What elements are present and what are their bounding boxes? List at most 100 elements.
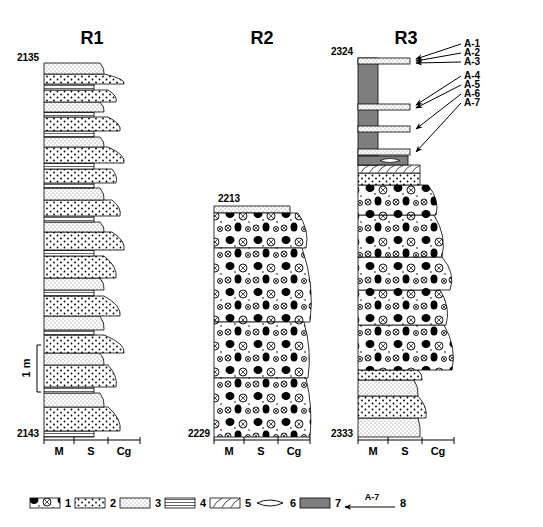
- sample-arrow: [416, 76, 461, 105]
- bed: [44, 137, 104, 147]
- grain-size-label: S: [401, 446, 408, 457]
- bed: [358, 325, 453, 370]
- axis-tick: [74, 437, 75, 444]
- bed: [358, 173, 420, 185]
- axis-tick: [140, 437, 141, 444]
- grain-axis: [44, 440, 140, 441]
- depth-label: 2213: [218, 194, 240, 204]
- legend-number: 7: [335, 498, 341, 509]
- cross-bed: [370, 166, 378, 173]
- axis-tick: [278, 437, 279, 444]
- legend-sample: [75, 498, 105, 508]
- legend-sample: [213, 499, 222, 508]
- axis-tick: [454, 437, 455, 444]
- sand-stringer: [358, 126, 410, 132]
- mudstone: [358, 156, 408, 165]
- bed: [44, 316, 104, 330]
- bed: [44, 147, 124, 163]
- bed: [214, 213, 307, 248]
- sample-label: A-3: [464, 57, 480, 67]
- bed: [44, 200, 120, 216]
- legend-sample: [222, 499, 231, 508]
- legend-sample-label: A-7: [365, 493, 380, 502]
- legend-sample: [345, 507, 395, 508]
- bed: [358, 257, 452, 290]
- legend-swatch: [300, 498, 330, 508]
- bed: [214, 322, 309, 378]
- bed: [358, 380, 418, 396]
- lens: [380, 159, 400, 163]
- depth-label: 2135: [17, 53, 39, 63]
- axis-tick: [358, 437, 359, 444]
- depth-label: 2143: [17, 429, 39, 439]
- grain-size-label: Cg: [117, 446, 132, 457]
- grain-size-label: S: [87, 446, 94, 457]
- bed: [44, 330, 94, 335]
- legend-sample: [120, 498, 150, 508]
- bed: [214, 248, 311, 322]
- legend-number: 8: [400, 498, 406, 509]
- bed: [44, 222, 104, 232]
- bed: [358, 396, 426, 418]
- grain-size-label: Cg: [287, 446, 302, 457]
- cross-bed: [387, 166, 395, 173]
- bed: [358, 370, 422, 380]
- cross-bed: [395, 166, 403, 173]
- bed: [44, 296, 120, 316]
- sample-arrow: [416, 85, 461, 108]
- cross-bed: [361, 166, 369, 173]
- bed: [44, 335, 124, 353]
- grain-axis: [358, 440, 454, 441]
- grain-size-label: M: [224, 446, 233, 457]
- bed: [44, 112, 94, 117]
- bed: [44, 117, 120, 131]
- bed: [44, 74, 124, 84]
- cross-bed: [378, 166, 386, 173]
- legend-number: 1: [65, 498, 71, 509]
- sample-label: A-7: [464, 98, 480, 108]
- sand-stringer: [358, 149, 410, 155]
- bed: [214, 378, 311, 437]
- axis-tick: [244, 437, 245, 444]
- legend-sample: [210, 498, 240, 508]
- axis-tick: [310, 437, 311, 444]
- bed: [358, 185, 437, 215]
- bed: [44, 387, 94, 393]
- bed: [44, 84, 94, 90]
- legend-number: 5: [245, 498, 251, 509]
- legend-swatches: [300, 498, 330, 508]
- sample-arrow: [416, 62, 461, 63]
- bed: [44, 169, 117, 183]
- columns: [30, 44, 461, 508]
- bed: [44, 256, 116, 278]
- bed: [44, 188, 104, 200]
- bed: [44, 431, 94, 437]
- bed: [44, 63, 104, 74]
- bed: [358, 215, 443, 257]
- sand-stringer: [358, 58, 410, 64]
- bed: [358, 165, 420, 173]
- grain-size-label: M: [54, 446, 63, 457]
- grain-size-label: S: [257, 446, 264, 457]
- scale-label: 1 m: [21, 359, 32, 378]
- bed: [44, 232, 124, 250]
- sample-arrow: [416, 53, 461, 61]
- sand-stringer: [358, 104, 410, 110]
- bed: [44, 407, 120, 431]
- bed: [44, 290, 94, 296]
- axis-tick: [214, 437, 215, 444]
- bed: [44, 163, 94, 169]
- axis-tick: [422, 437, 423, 444]
- legend-sample: [231, 499, 240, 508]
- sample-arrow: [416, 94, 461, 129]
- bed: [44, 278, 104, 290]
- legend-number: 2: [110, 498, 116, 509]
- scale-bar: [37, 345, 41, 392]
- bed: [44, 90, 116, 102]
- bed: [44, 131, 94, 137]
- column-title: R1: [80, 29, 103, 47]
- legend-sample: [257, 500, 283, 506]
- bed: [358, 418, 420, 437]
